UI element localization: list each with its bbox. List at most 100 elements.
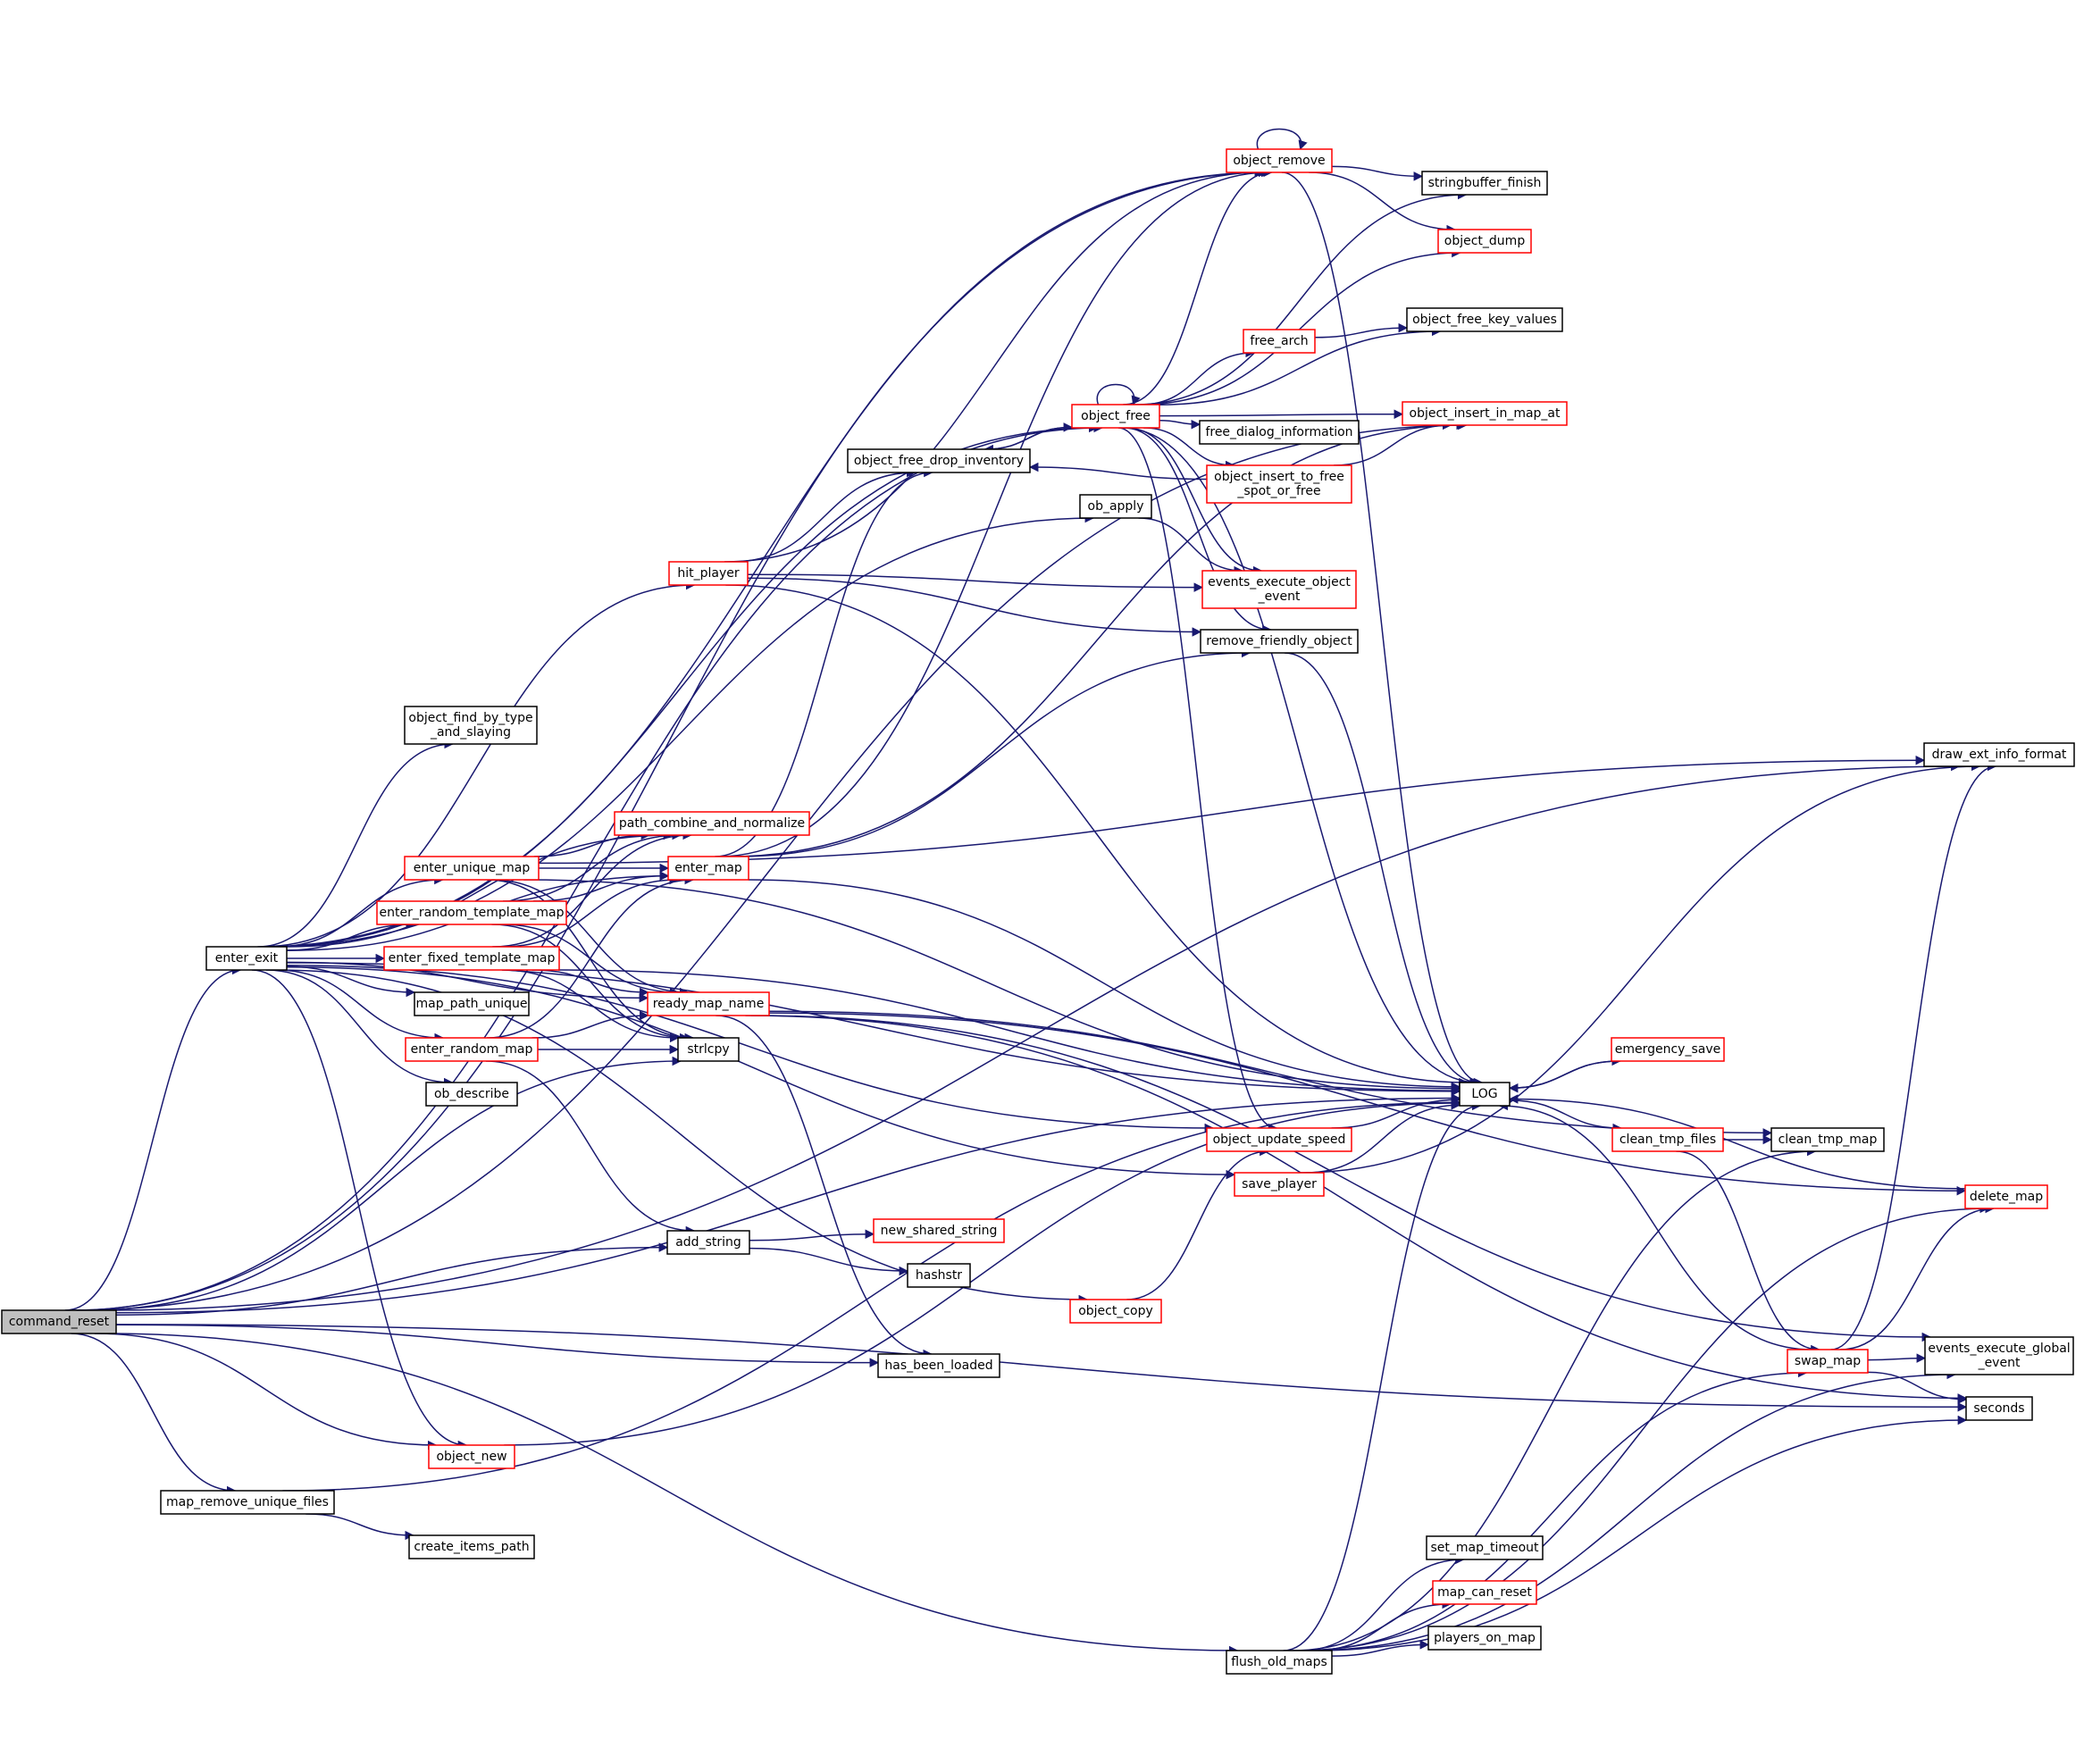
node-events_execute_object_event[interactable]: events_execute_object_event <box>1201 570 1357 609</box>
node-label: delete_map <box>1970 1190 2043 1204</box>
edge-command_reset-to-strlcpy <box>86 1056 682 1311</box>
node-save_player[interactable]: save_player <box>1234 1172 1325 1197</box>
node-create_items_path[interactable]: create_items_path <box>408 1534 535 1559</box>
node-enter_unique_map[interactable]: enter_unique_map <box>404 856 540 881</box>
node-box <box>907 1263 971 1288</box>
edge-command_reset-to-flush_old_maps <box>100 1333 1239 1656</box>
node-draw_ext_info_format[interactable]: draw_ext_info_format <box>1923 742 2075 767</box>
edge-free_arch-to-object_free_key_values <box>1314 322 1409 339</box>
node-box <box>1964 1184 2048 1209</box>
edge-layer <box>64 128 1997 1657</box>
edge-object_free-to-object_free_key_values <box>1159 326 1442 405</box>
node-enter_random_map[interactable]: enter_random_map <box>405 1037 539 1062</box>
edge-flush_old_maps-to-swap_map <box>1300 1367 1808 1651</box>
node-object_update_speed[interactable]: object_update_speed <box>1206 1127 1352 1152</box>
node-box <box>1437 229 1532 254</box>
node-label: remove_friendly_object <box>1206 634 1352 648</box>
node-box <box>1226 1650 1333 1675</box>
node-layer: command_reset enter_exit map_remove_unique… <box>1 148 2075 1675</box>
node-LOG[interactable]: LOG <box>1459 1082 1511 1107</box>
node-free_dialog_information[interactable]: free_dialog_information <box>1199 420 1360 445</box>
node-box <box>1770 1127 1885 1152</box>
node-free_arch[interactable]: free_arch <box>1243 329 1316 354</box>
node-label: clean_tmp_map <box>1779 1133 1878 1147</box>
node-map_can_reset[interactable]: map_can_reset <box>1432 1580 1537 1605</box>
node-map_remove_unique_files[interactable]: map_remove_unique_files <box>160 1490 335 1515</box>
node-path_combine_and_normalize[interactable]: path_combine_and_normalize <box>614 811 810 836</box>
edge-swap_map-to-events_execute_global_event <box>1867 1353 1927 1363</box>
node-object_free[interactable]: object_free <box>1071 404 1160 429</box>
edge-object_free-to-events_execute_object_event <box>1126 427 1263 576</box>
node-has_been_loaded[interactable]: has_been_loaded <box>877 1353 1000 1378</box>
node-hit_player[interactable]: hit_player <box>668 561 749 586</box>
node-swap_map[interactable]: swap_map <box>1787 1349 1869 1374</box>
node-label: object_find_by_type <box>408 711 532 725</box>
node-ob_apply[interactable]: ob_apply <box>1079 494 1152 519</box>
node-object_find_by_type_and_slaying[interactable]: object_find_by_type_and_slaying <box>404 706 538 745</box>
node-set_map_timeout[interactable]: set_map_timeout <box>1426 1535 1544 1560</box>
node-clean_tmp_files[interactable]: clean_tmp_files <box>1611 1127 1724 1152</box>
edge-hit_player-to-LOG <box>725 584 1469 1088</box>
edge-add_string-to-new_shared_string <box>749 1229 875 1241</box>
node-box <box>1421 171 1548 196</box>
node-players_on_map[interactable]: players_on_map <box>1427 1626 1542 1651</box>
edge-save_player-to-draw_ext_info_format <box>1298 761 1981 1174</box>
node-strlcpy[interactable]: strlcpy <box>677 1037 740 1062</box>
node-object_free_drop_inventory[interactable]: object_free_drop_inventory <box>847 448 1031 473</box>
node-stringbuffer_finish[interactable]: stringbuffer_finish <box>1421 171 1548 196</box>
node-label: object_new <box>436 1450 506 1464</box>
edge-command_reset-to-seconds <box>115 1324 1968 1412</box>
node-box <box>1201 570 1357 609</box>
node-object_insert_in_map_at[interactable]: object_insert_in_map_at <box>1402 401 1568 426</box>
node-command_reset[interactable]: command_reset <box>1 1309 117 1334</box>
node-new_shared_string[interactable]: new_shared_string <box>873 1218 1005 1243</box>
node-add_string[interactable]: add_string <box>666 1230 750 1255</box>
node-seconds[interactable]: seconds <box>1965 1396 2033 1421</box>
node-flush_old_maps[interactable]: flush_old_maps <box>1226 1650 1333 1675</box>
node-object_dump[interactable]: object_dump <box>1437 229 1532 254</box>
node-box <box>877 1353 1000 1378</box>
node-label: free_arch <box>1250 334 1308 348</box>
edge-object_insert_to_free_spot_or_free-to-object_insert_in_map_at <box>1334 420 1452 466</box>
node-clean_tmp_map[interactable]: clean_tmp_map <box>1770 1127 1885 1152</box>
edge-object_remove-to-object_dump <box>1309 171 1456 235</box>
node-box <box>1787 1349 1869 1374</box>
node-object_free_key_values[interactable]: object_free_key_values <box>1406 307 1563 332</box>
node-box <box>873 1218 1005 1243</box>
edge-ready_map_name-to-has_been_loaded <box>716 1015 933 1359</box>
edge-ready_map_name-to-seconds <box>745 1015 1968 1403</box>
node-enter_map[interactable]: enter_map <box>667 856 749 881</box>
node-hashstr[interactable]: hashstr <box>907 1263 971 1288</box>
node-delete_map[interactable]: delete_map <box>1964 1184 2048 1209</box>
node-ob_describe[interactable]: ob_describe <box>425 1082 518 1107</box>
node-remove_friendly_object[interactable]: remove_friendly_object <box>1200 629 1359 654</box>
node-map_path_unique[interactable]: map_path_unique <box>414 991 530 1016</box>
edge-flush_old_maps-to-set_map_timeout <box>1300 1554 1465 1651</box>
edge-enter_exit-to-LOG <box>286 962 1461 1097</box>
node-box <box>1432 1580 1537 1605</box>
node-enter_exit[interactable]: enter_exit <box>205 946 288 971</box>
node-box <box>383 946 560 971</box>
node-events_execute_global_event[interactable]: events_execute_global_event <box>1924 1336 2074 1375</box>
node-box <box>1199 420 1360 445</box>
node-enter_random_template_map[interactable]: enter_random_template_map <box>376 900 567 925</box>
node-label: path_combine_and_normalize <box>619 816 805 831</box>
node-ready_map_name[interactable]: ready_map_name <box>647 991 770 1016</box>
node-object_remove[interactable]: object_remove <box>1226 148 1333 173</box>
node-emergency_save[interactable]: emergency_save <box>1611 1037 1725 1062</box>
edge-hit_player-to-object_remove <box>724 167 1265 563</box>
node-object_copy[interactable]: object_copy <box>1069 1299 1162 1324</box>
edge-command_reset-to-object_free <box>72 422 1103 1311</box>
node-box <box>414 991 530 1016</box>
node-box <box>1069 1299 1162 1324</box>
edge-add_string-to-hashstr <box>749 1247 909 1276</box>
edge-swap_map-to-delete_map <box>1840 1203 1995 1350</box>
edge-hit_player-to-events_execute_object_event <box>747 573 1204 592</box>
node-enter_fixed_template_map[interactable]: enter_fixed_template_map <box>383 946 560 971</box>
node-label: object_insert_in_map_at <box>1410 406 1561 421</box>
node-object_new[interactable]: object_new <box>428 1444 515 1469</box>
node-object_insert_to_free_spot_or_free[interactable]: object_insert_to_free_spot_or_free <box>1206 464 1352 504</box>
node-box <box>1402 401 1568 426</box>
edge-map_remove_unique_files-to-create_items_path <box>305 1513 414 1541</box>
